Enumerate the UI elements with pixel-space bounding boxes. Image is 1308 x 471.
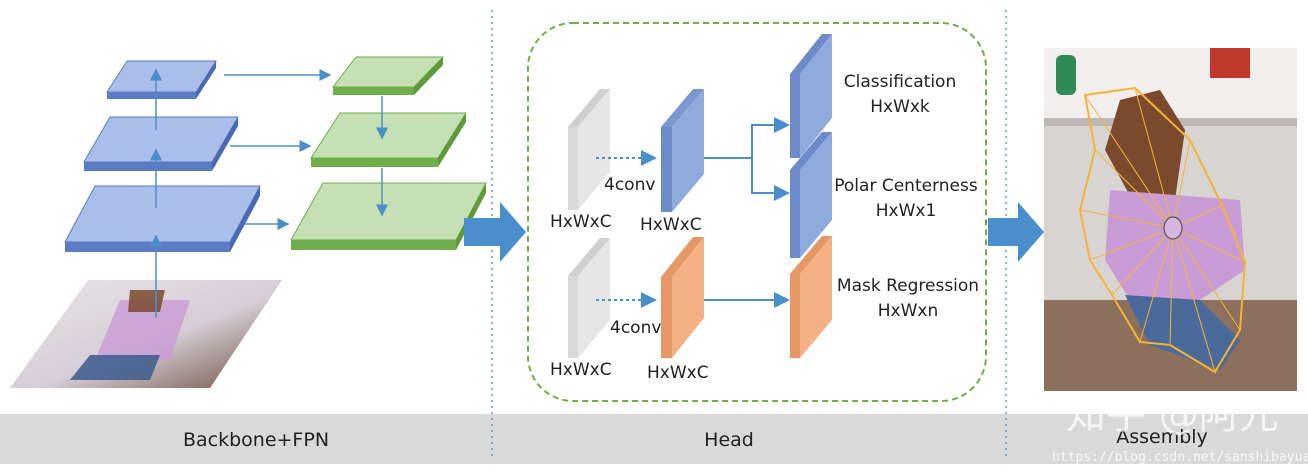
backbone-layer-large [64, 185, 261, 252]
classification-title: Classification [844, 72, 956, 92]
fpn-layer-small [331, 56, 445, 95]
mask-map [790, 236, 832, 358]
top-output-dim-label: HxWxC [640, 215, 702, 235]
head-dashed-box [527, 22, 987, 402]
top-input-dim-label: HxWxC [550, 212, 612, 232]
stage-arrow-to-head [464, 202, 526, 262]
head-caption: Head [704, 429, 754, 451]
backbone-caption: Backbone+FPN [183, 429, 329, 451]
input-image [10, 280, 282, 388]
watermark-text: 知乎 @阿元 [1066, 392, 1279, 438]
head-bottom-input-map [568, 238, 610, 358]
mask-title: Mask Regression [837, 276, 979, 296]
classification-map [790, 34, 832, 158]
centerness-map [790, 132, 832, 258]
fpn-layer-large [290, 182, 487, 250]
caption-band [0, 414, 1308, 464]
assembly-caption: Assembly [1116, 426, 1208, 448]
head-top-feature-map [661, 89, 704, 212]
bottom-input-dim-label: HxWxC [550, 360, 612, 380]
classification-dim: HxWxk [870, 97, 930, 117]
backbone-layer-medium [83, 116, 239, 171]
stage-arrow-to-assembly [988, 202, 1044, 262]
backbone-fpn [10, 56, 487, 388]
connector-to-classification [704, 117, 790, 159]
assembly-result-image [1044, 48, 1297, 391]
connector-to-centerness [751, 158, 790, 201]
head-section: HxWxC 4conv HxWxC HxWxC 4conv HxWxC Clas… [527, 22, 987, 402]
fpn-layer-medium [310, 112, 467, 167]
bottom-output-dim-label: HxWxC [647, 363, 709, 383]
mask-dim: HxWxn [878, 301, 939, 321]
head-bottom-feature-map [661, 237, 704, 358]
bottom-conv-label: 4conv [610, 318, 661, 338]
top-conv-label: 4conv [604, 175, 655, 195]
centerness-dim: HxWx1 [876, 201, 937, 221]
centerness-title: Polar Centerness [834, 176, 978, 196]
watermark-url: https://blog.csdn.net/sanshibayuan [1052, 450, 1308, 465]
head-top-input-map [568, 89, 610, 210]
backbone-layer-small [106, 60, 217, 99]
